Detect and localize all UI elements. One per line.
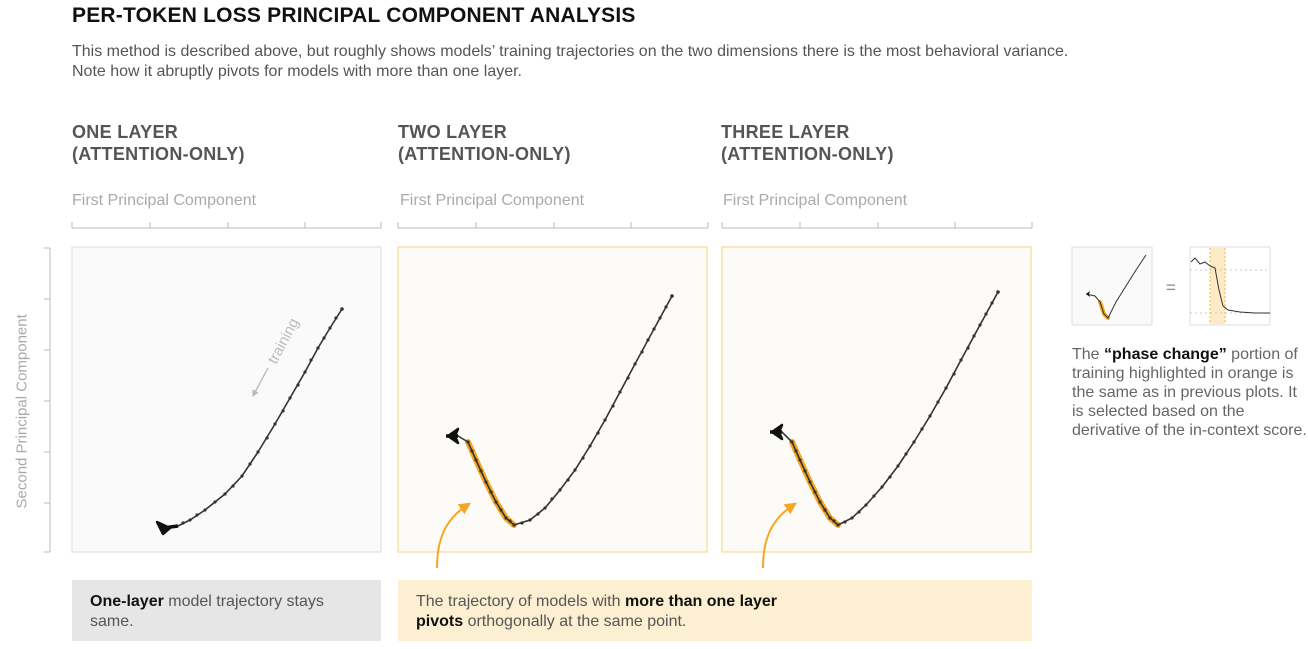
phase-change-caption: The “phase change” portion of training h… <box>1072 345 1308 440</box>
panel-heading-line2: (ATTENTION-ONLY) <box>398 144 571 164</box>
x-axis-label-three-layer: First Principal Component <box>723 192 908 209</box>
x-axis-ruler-one-layer <box>71 222 382 229</box>
note-multi-layer: The trajectory of models with more than … <box>398 580 1032 641</box>
caption-bold: “phase change” <box>1104 346 1227 363</box>
trajectory-points <box>790 290 1000 527</box>
panel-heading-line1: TWO LAYER <box>398 122 508 142</box>
note-multi-text-post: orthogonally at the same point. <box>463 613 687 630</box>
thumbnail-trajectory <box>1071 246 1153 326</box>
trajectory-points <box>181 307 344 525</box>
description: This method is described above, but roug… <box>72 43 1069 80</box>
panel-one-layer: training <box>71 246 382 553</box>
y-axis-ruler <box>44 247 51 553</box>
caption-pre: The <box>1072 346 1105 363</box>
training-arrow-icon <box>252 367 269 398</box>
x-axis-ruler-three-layer <box>721 222 1033 229</box>
trajectory-arrow-icon <box>446 427 460 445</box>
note-one-layer-bold: One-layer <box>90 593 164 610</box>
panel-heading-one-layer: ONE LAYER (ATTENTION-ONLY) <box>72 121 245 165</box>
panel-heading-line1: THREE LAYER <box>721 122 850 142</box>
panel-heading-line2: (ATTENTION-ONLY) <box>72 144 245 164</box>
trajectory-arrow-icon <box>770 423 784 441</box>
page-title: PER-TOKEN LOSS PRINCIPAL COMPONENT ANALY… <box>72 4 636 27</box>
pivot-pointer-icon <box>436 502 471 569</box>
x-axis-label-two-layer: First Principal Component <box>400 192 585 209</box>
thumbnail-in-context-score <box>1189 246 1271 326</box>
note-one-layer-text: model trajectory stays same. <box>90 593 324 630</box>
panel-heading-three-layer: THREE LAYER (ATTENTION-ONLY) <box>721 121 894 165</box>
note-multi-text-pre: The trajectory of models with <box>416 593 625 610</box>
caption-post: portion of training highlighted in orang… <box>1072 346 1307 439</box>
x-axis-label-one-layer: First Principal Component <box>72 192 257 209</box>
equals-sign: = <box>1166 278 1176 297</box>
pivot-pointer-icon <box>762 502 797 569</box>
trajectory-points <box>466 294 674 527</box>
note-multi-bold-1: more than one layer <box>624 593 778 610</box>
note-multi-bold-2: pivots <box>416 613 464 630</box>
panel-two-layer <box>397 246 708 569</box>
note-one-layer: One-layer model trajectory stays same. <box>72 580 381 641</box>
panel-heading-line1: ONE LAYER <box>72 122 179 142</box>
panel-three-layer <box>721 246 1032 569</box>
panel-heading-line2: (ATTENTION-ONLY) <box>721 144 894 164</box>
panel-heading-two-layer: TWO LAYER (ATTENTION-ONLY) <box>398 121 571 165</box>
x-axis-ruler-two-layer <box>397 222 709 229</box>
